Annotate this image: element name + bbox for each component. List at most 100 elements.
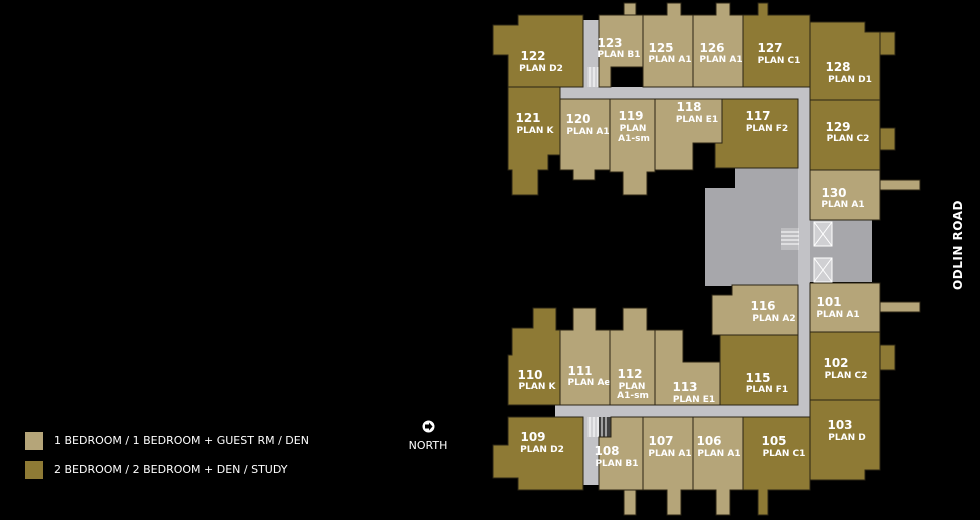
corridor-south <box>555 405 810 485</box>
svg-text:PLAN Ae: PLAN Ae <box>567 378 610 388</box>
svg-text:PLAN: PLAN <box>620 124 647 134</box>
balcony-101 <box>879 301 921 313</box>
unit-121[interactable]: 121 PLAN K <box>507 86 561 196</box>
balcony-102 <box>879 344 896 371</box>
unit-106[interactable]: 106 PLAN A1 <box>692 416 744 516</box>
svg-text:PLAN B1: PLAN B1 <box>595 459 638 469</box>
svg-text:A1-sm: A1-sm <box>618 134 650 144</box>
svg-text:PLAN C1: PLAN C1 <box>763 449 806 459</box>
unit-128[interactable]: 128 PLAN D1 <box>809 21 881 101</box>
unit-125[interactable]: 125 PLAN A1 <box>623 2 694 88</box>
svg-text:115: 115 <box>745 371 770 385</box>
unit-110[interactable]: 110 PLAN K <box>507 307 561 406</box>
svg-text:PLAN A1: PLAN A1 <box>816 310 859 320</box>
svg-text:126: 126 <box>699 41 724 55</box>
compass-label: NORTH <box>408 439 448 452</box>
svg-text:107: 107 <box>648 434 673 448</box>
svg-text:128: 128 <box>825 60 850 74</box>
unit-117[interactable]: 117 PLAN F2 <box>714 98 799 169</box>
svg-text:130: 130 <box>821 186 846 200</box>
svg-text:116: 116 <box>750 299 775 313</box>
svg-text:PLAN D2: PLAN D2 <box>519 64 563 74</box>
svg-text:129: 129 <box>825 120 850 134</box>
svg-text:PLAN D2: PLAN D2 <box>520 445 564 455</box>
unit-105[interactable]: 105 PLAN C1 <box>742 416 811 516</box>
balcony-129 <box>879 127 896 151</box>
stair-core-icon <box>781 228 799 250</box>
unit-111[interactable]: 111 PLAN Ae <box>559 307 611 406</box>
svg-text:PLAN A1: PLAN A1 <box>648 449 691 459</box>
unit-127[interactable]: 127 PLAN C1 <box>742 2 811 88</box>
road-label: ODLIN ROAD <box>946 185 970 305</box>
unit-102[interactable]: 102 PLAN C2 <box>809 331 881 401</box>
svg-text:PLAN E1: PLAN E1 <box>676 115 718 125</box>
svg-text:PLAN F1: PLAN F1 <box>746 385 788 395</box>
unit-109[interactable]: 109 PLAN D2 <box>492 416 584 491</box>
svg-text:106: 106 <box>696 434 721 448</box>
unit-130[interactable]: 130 PLAN A1 <box>809 169 881 221</box>
svg-text:127: 127 <box>757 41 782 55</box>
svg-text:117: 117 <box>745 109 770 123</box>
svg-text:103: 103 <box>827 418 852 432</box>
svg-text:125: 125 <box>648 41 673 55</box>
unit-129[interactable]: 129 PLAN C2 <box>809 99 881 171</box>
svg-text:PLAN C2: PLAN C2 <box>827 134 870 144</box>
svg-text:PLAN C1: PLAN C1 <box>758 56 801 66</box>
unit-116[interactable]: 116 PLAN A2 <box>711 284 799 336</box>
building-core <box>705 168 872 286</box>
svg-text:PLAN F2: PLAN F2 <box>746 124 788 134</box>
svg-text:PLAN A2: PLAN A2 <box>752 314 795 324</box>
svg-text:PLAN E1: PLAN E1 <box>673 395 715 405</box>
unit-112[interactable]: 112 PLAN A1-sm <box>609 307 656 406</box>
legend-swatch-two-bed <box>25 461 43 479</box>
svg-text:118: 118 <box>676 100 701 114</box>
unit-126[interactable]: 126 PLAN A1 <box>692 2 744 88</box>
elevator-icon <box>813 221 833 283</box>
unit-122[interactable]: 122 PLAN D2 <box>492 14 584 88</box>
svg-text:119: 119 <box>618 109 643 123</box>
svg-text:PLAN A1: PLAN A1 <box>648 55 691 65</box>
legend-label-two-bed: 2 BEDROOM / 2 BEDROOM + DEN / STUDY <box>54 463 288 476</box>
unit-103[interactable]: 103 PLAN D <box>809 399 881 481</box>
svg-text:PLAN K: PLAN K <box>519 382 557 392</box>
svg-text:PLAN B1: PLAN B1 <box>597 50 640 60</box>
balcony-128 <box>879 31 896 56</box>
svg-text:121: 121 <box>515 111 540 125</box>
unit-115[interactable]: 115 PLAN F1 <box>719 334 799 406</box>
svg-text:120: 120 <box>565 112 590 126</box>
unit-113[interactable]: 113 PLAN E1 <box>654 329 721 406</box>
svg-text:105: 105 <box>761 434 786 448</box>
svg-text:PLAN K: PLAN K <box>517 126 555 136</box>
legend-swatch-one-bed <box>25 432 43 450</box>
svg-text:113: 113 <box>672 380 697 394</box>
unit-119[interactable]: 119 PLAN A1-sm <box>609 98 656 196</box>
unit-123[interactable]: 123 PLAN B1 <box>597 14 644 88</box>
svg-text:109: 109 <box>520 430 545 444</box>
north-arrow-icon <box>422 420 434 433</box>
unit-118[interactable]: 118 PLAN E1 <box>654 98 723 171</box>
unit-120[interactable]: 120 PLAN A1 <box>559 98 611 181</box>
svg-text:PLAN A1: PLAN A1 <box>566 127 609 137</box>
unit-101[interactable]: 101 PLAN A1 <box>809 282 881 333</box>
svg-text:PLAN A1: PLAN A1 <box>821 200 864 210</box>
svg-text:A1-sm: A1-sm <box>617 391 649 401</box>
svg-text:101: 101 <box>816 295 841 309</box>
stair-south-icon <box>587 417 611 437</box>
svg-text:108: 108 <box>594 444 619 458</box>
balcony-130 <box>879 179 921 191</box>
svg-text:PLAN D: PLAN D <box>828 433 865 443</box>
road-label-text: ODLIN ROAD <box>951 200 965 290</box>
svg-text:122: 122 <box>520 49 545 63</box>
compass: NORTH <box>407 420 449 452</box>
svg-text:110: 110 <box>517 368 542 382</box>
svg-text:PLAN D1: PLAN D1 <box>828 75 872 85</box>
svg-text:102: 102 <box>823 356 848 370</box>
legend-label-one-bed: 1 BEDROOM / 1 BEDROOM + GUEST RM / DEN <box>54 434 309 447</box>
svg-text:PLAN: PLAN <box>619 382 646 392</box>
svg-text:111: 111 <box>567 364 592 378</box>
svg-text:PLAN C2: PLAN C2 <box>825 371 868 381</box>
svg-text:123: 123 <box>597 36 622 50</box>
svg-text:PLAN A1: PLAN A1 <box>697 449 740 459</box>
svg-text:PLAN A1: PLAN A1 <box>699 55 742 65</box>
